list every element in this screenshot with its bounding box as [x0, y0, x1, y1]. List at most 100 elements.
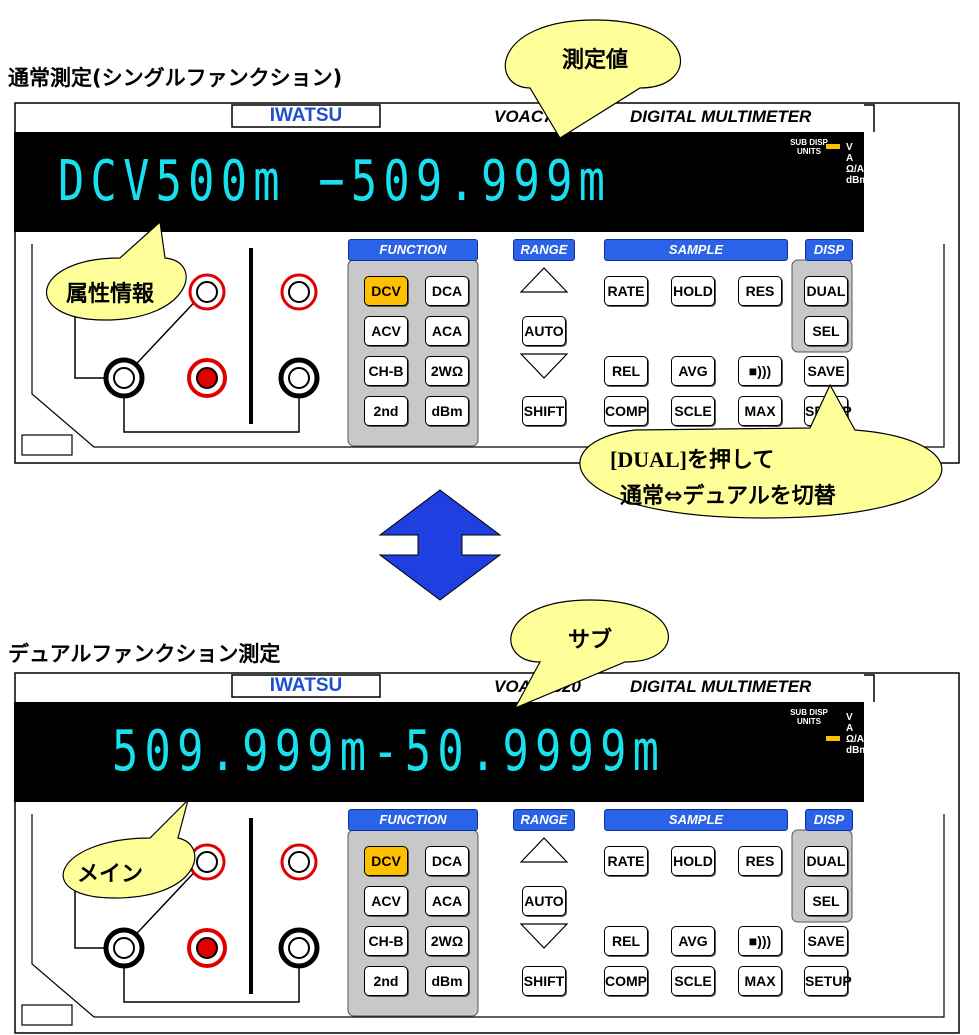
save-button[interactable]: SAVE: [804, 926, 848, 956]
two-wire-ohm-button[interactable]: 2WΩ: [425, 926, 469, 956]
lcd-display: 509.999m-50.9999m SUB DISP UNITS V A Ω/A…: [14, 702, 871, 802]
disp-group-label: DISP: [805, 809, 853, 831]
sub-label: サブ: [567, 628, 612, 653]
unit-ohm-ac: Ω/AC: [846, 734, 872, 745]
sub-disp-units-label: SUB DISP UNITS: [790, 708, 828, 726]
save-button[interactable]: SAVE: [804, 356, 848, 386]
measured-value-label: 測定値: [561, 48, 628, 73]
rel-button[interactable]: REL: [604, 356, 648, 386]
dbm-button[interactable]: dBm: [425, 966, 469, 996]
aca-button[interactable]: ACA: [425, 886, 469, 916]
dca-button[interactable]: DCA: [425, 276, 469, 306]
dual-button[interactable]: DUAL: [804, 846, 848, 876]
comp-button[interactable]: COMP: [604, 966, 648, 996]
sample-group-label: SAMPLE: [604, 809, 788, 831]
unit-lamps: V A Ω/AC dBm: [846, 712, 871, 756]
product-name: DIGITAL MULTIMETER: [630, 677, 812, 696]
avg-button[interactable]: AVG: [671, 356, 715, 386]
comp-button[interactable]: COMP: [604, 396, 648, 426]
rate-button[interactable]: RATE: [604, 276, 648, 306]
rate-button[interactable]: RATE: [604, 846, 648, 876]
brand-logo: IWATSU: [269, 675, 343, 696]
res-button[interactable]: RES: [738, 276, 782, 306]
shift-button[interactable]: SHIFT: [522, 396, 566, 426]
sub-callout: [510, 599, 669, 710]
unit-dbm: dBm: [846, 745, 869, 756]
unit-a: A: [846, 723, 854, 734]
dual-toggle-label-1: [DUAL]を押して: [610, 447, 775, 472]
second-button[interactable]: 2nd: [364, 396, 408, 426]
terminal-red-top[interactable]: [188, 273, 226, 311]
max-button[interactable]: MAX: [738, 396, 782, 426]
dual-toggle-callout: [579, 383, 943, 519]
terminal-red-a[interactable]: [187, 358, 227, 398]
avg-button[interactable]: AVG: [671, 926, 715, 956]
terminal-black-com[interactable]: [103, 357, 145, 399]
range-up-icon: [519, 267, 569, 293]
main-readout: 509.999m-50.9999m: [112, 719, 666, 784]
beep-button[interactable]: ■))): [738, 356, 782, 386]
second-button[interactable]: 2nd: [364, 966, 408, 996]
brand-logo: IWATSU: [269, 105, 343, 126]
sample-group-label: SAMPLE: [604, 239, 788, 261]
function-group-label: FUNCTION: [348, 239, 478, 261]
beep-button[interactable]: ■))): [738, 926, 782, 956]
unit-v: V: [846, 712, 853, 723]
hold-button[interactable]: HOLD: [671, 276, 715, 306]
range-group-label: RANGE: [513, 809, 575, 831]
acv-button[interactable]: ACV: [364, 886, 408, 916]
hold-button[interactable]: HOLD: [671, 846, 715, 876]
sub-unit-led: [826, 144, 840, 149]
range-down-icon: [519, 923, 569, 949]
terminal-red-a[interactable]: [187, 928, 227, 968]
measured-value-callout: [504, 19, 682, 139]
unit-lamps: V A Ω/AC dBm: [846, 142, 871, 186]
multimeter-panel-dual: IWATSU VOAC7520 DIGITAL MULTIMETER 509.9…: [14, 672, 960, 1034]
unit-a: A: [846, 153, 854, 164]
unit-dbm: dBm: [846, 175, 869, 186]
terminal-black-com[interactable]: [103, 927, 145, 969]
disp-group-label: DISP: [805, 239, 853, 261]
max-button[interactable]: MAX: [738, 966, 782, 996]
single-function-title: 通常測定(シングルファンクション): [8, 66, 343, 90]
scle-button[interactable]: SCLE: [671, 966, 715, 996]
dca-button[interactable]: DCA: [425, 846, 469, 876]
ch-b-button[interactable]: CH-B: [364, 356, 408, 386]
attribute-info-callout: [46, 220, 187, 321]
auto-button[interactable]: AUTO: [522, 886, 566, 916]
sub-unit-led: [826, 736, 840, 741]
range-group-label: RANGE: [513, 239, 575, 261]
dual-button[interactable]: DUAL: [804, 276, 848, 306]
acv-button[interactable]: ACV: [364, 316, 408, 346]
dbm-button[interactable]: dBm: [425, 396, 469, 426]
main-readout: DCV500m −509.999m: [58, 149, 612, 214]
ch-b-button[interactable]: CH-B: [364, 926, 408, 956]
two-wire-ohm-button[interactable]: 2WΩ: [425, 356, 469, 386]
aca-button[interactable]: ACA: [425, 316, 469, 346]
res-button[interactable]: RES: [738, 846, 782, 876]
attribute-info-label: 属性情報: [65, 282, 154, 307]
product-name: DIGITAL MULTIMETER: [630, 107, 812, 126]
main-callout: [62, 798, 196, 899]
terminal-red-sense[interactable]: [280, 273, 318, 311]
scle-button[interactable]: SCLE: [671, 396, 715, 426]
unit-ohm-ac: Ω/AC: [846, 164, 872, 175]
sub-disp-units-label: SUB DISP UNITS: [790, 138, 828, 156]
shift-button[interactable]: SHIFT: [522, 966, 566, 996]
terminal-black-sense[interactable]: [278, 357, 320, 399]
dcv-button[interactable]: DCV: [364, 276, 408, 306]
sel-button[interactable]: SEL: [804, 886, 848, 916]
setup-button[interactable]: SETUP: [804, 966, 852, 996]
rel-button[interactable]: REL: [604, 926, 648, 956]
terminal-red-sense[interactable]: [280, 843, 318, 881]
lcd-display: DCV500m −509.999m SUB DISP UNITS V A Ω/A…: [14, 132, 871, 232]
range-down-icon: [519, 353, 569, 379]
terminal-black-sense[interactable]: [278, 927, 320, 969]
function-group-label: FUNCTION: [348, 809, 478, 831]
auto-button[interactable]: AUTO: [522, 316, 566, 346]
dual-function-title: デュアルファンクション測定: [8, 642, 281, 666]
dual-toggle-label-2: 通常⇔デュアルを切替: [620, 484, 836, 509]
sel-button[interactable]: SEL: [804, 316, 848, 346]
dcv-button[interactable]: DCV: [364, 846, 408, 876]
